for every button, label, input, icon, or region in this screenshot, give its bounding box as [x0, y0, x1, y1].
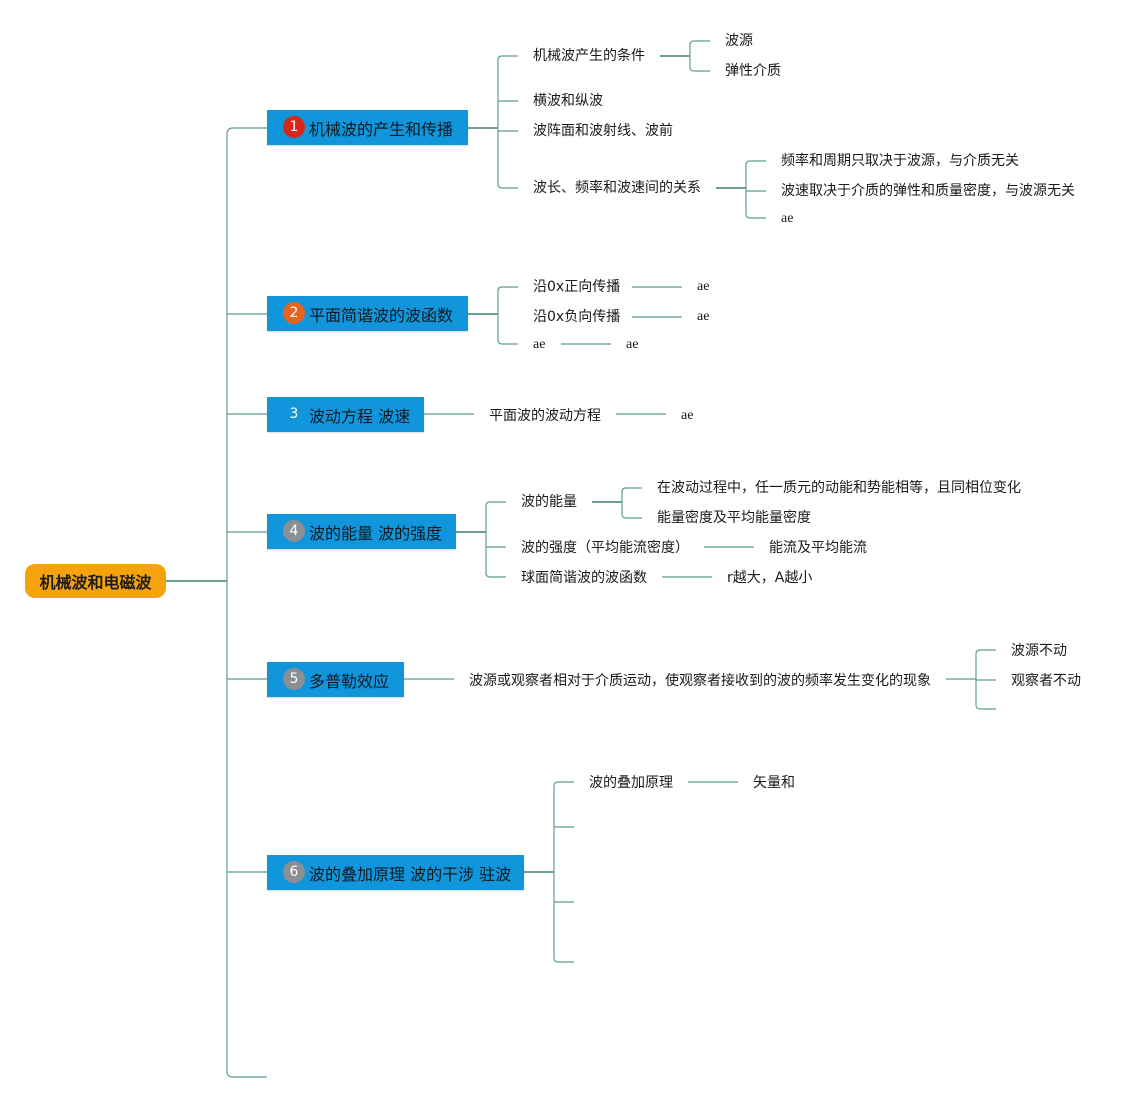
- subtopic-6-1[interactable]: 波的叠加原理: [589, 775, 673, 791]
- subtopic-1-1[interactable]: 机械波产生的条件: [533, 48, 645, 64]
- number-badge-icon: 5: [283, 668, 305, 690]
- leaf-3-1-1[interactable]: ae: [681, 408, 694, 423]
- leaf-2-3-1[interactable]: ae: [626, 337, 639, 352]
- topic-3[interactable]: 3 波动方程 波速: [267, 397, 424, 432]
- leaf-2-1-1[interactable]: ae: [697, 279, 710, 294]
- topic-label: 多普勒效应: [309, 671, 390, 691]
- leaf-5-1-2[interactable]: 观察者不动: [1011, 673, 1081, 689]
- subtopic-2-1[interactable]: 沿0x正向传播: [533, 279, 621, 295]
- leaf-1-1-2[interactable]: 弹性介质: [725, 63, 781, 79]
- leaf-2-2-1[interactable]: ae: [697, 309, 710, 324]
- subtopic-4-2[interactable]: 波的强度（平均能流密度）: [521, 540, 689, 556]
- root-node[interactable]: 机械波和电磁波: [25, 564, 166, 598]
- leaf-1-4-2[interactable]: 波速取决于介质的弹性和质量密度，与波源无关: [781, 183, 1075, 199]
- topic-1[interactable]: 1 机械波的产生和传播: [267, 110, 468, 145]
- root-label: 机械波和电磁波: [39, 573, 152, 592]
- leaf-4-1-1[interactable]: 在波动过程中，任一质元的动能和势能相等，且同相位变化: [657, 480, 1021, 496]
- subtopic-3-1[interactable]: 平面波的波动方程: [489, 408, 601, 424]
- subtopic-1-2[interactable]: 横波和纵波: [533, 93, 603, 109]
- leaf-4-1-2[interactable]: 能量密度及平均能量密度: [657, 510, 811, 526]
- subtopic-5-1[interactable]: 波源或观察者相对于介质运动，使观察者接收到的波的频率发生变化的现象: [469, 673, 931, 689]
- subtopic-2-2[interactable]: 沿0x负向传播: [533, 309, 621, 325]
- subtopic-1-4[interactable]: 波长、频率和波速间的关系: [533, 180, 701, 196]
- topic-label: 波的叠加原理 波的干涉 驻波: [309, 864, 512, 884]
- leaf-4-2-1[interactable]: 能流及平均能流: [769, 540, 867, 556]
- leaf-1-4-3[interactable]: ae: [781, 211, 794, 226]
- topic-2[interactable]: 2 平面简谐波的波函数: [267, 296, 468, 331]
- leaf-1-4-1[interactable]: 频率和周期只取决于波源，与介质无关: [781, 153, 1019, 169]
- number-badge-icon: 6: [283, 861, 305, 883]
- number-badge-icon: 4: [283, 520, 305, 542]
- topic-label: 机械波的产生和传播: [309, 119, 454, 139]
- leaf-5-1-1[interactable]: 波源不动: [1011, 643, 1067, 659]
- topic-label: 波的能量 波的强度: [309, 523, 443, 543]
- subtopic-4-3[interactable]: 球面简谐波的波函数: [521, 570, 647, 586]
- topic-4[interactable]: 4 波的能量 波的强度: [267, 514, 456, 549]
- number-badge-icon: 2: [283, 302, 305, 324]
- topic-label: 平面简谐波的波函数: [309, 305, 454, 325]
- leaf-6-1-1[interactable]: 矢量和: [753, 775, 795, 791]
- topic-5[interactable]: 5 多普勒效应: [267, 662, 404, 697]
- topic-label: 波动方程 波速: [309, 406, 411, 426]
- number-badge-icon: 1: [283, 116, 305, 138]
- leaf-4-3-1[interactable]: r越大，A越小: [727, 570, 813, 586]
- leaf-1-1-1[interactable]: 波源: [725, 33, 753, 49]
- subtopic-4-1[interactable]: 波的能量: [521, 494, 577, 510]
- number-badge-icon: 3: [283, 403, 305, 425]
- subtopic-1-3[interactable]: 波阵面和波射线、波前: [533, 123, 673, 139]
- subtopic-2-3[interactable]: ae: [533, 337, 546, 352]
- topic-6[interactable]: 6 波的叠加原理 波的干涉 驻波: [267, 855, 524, 890]
